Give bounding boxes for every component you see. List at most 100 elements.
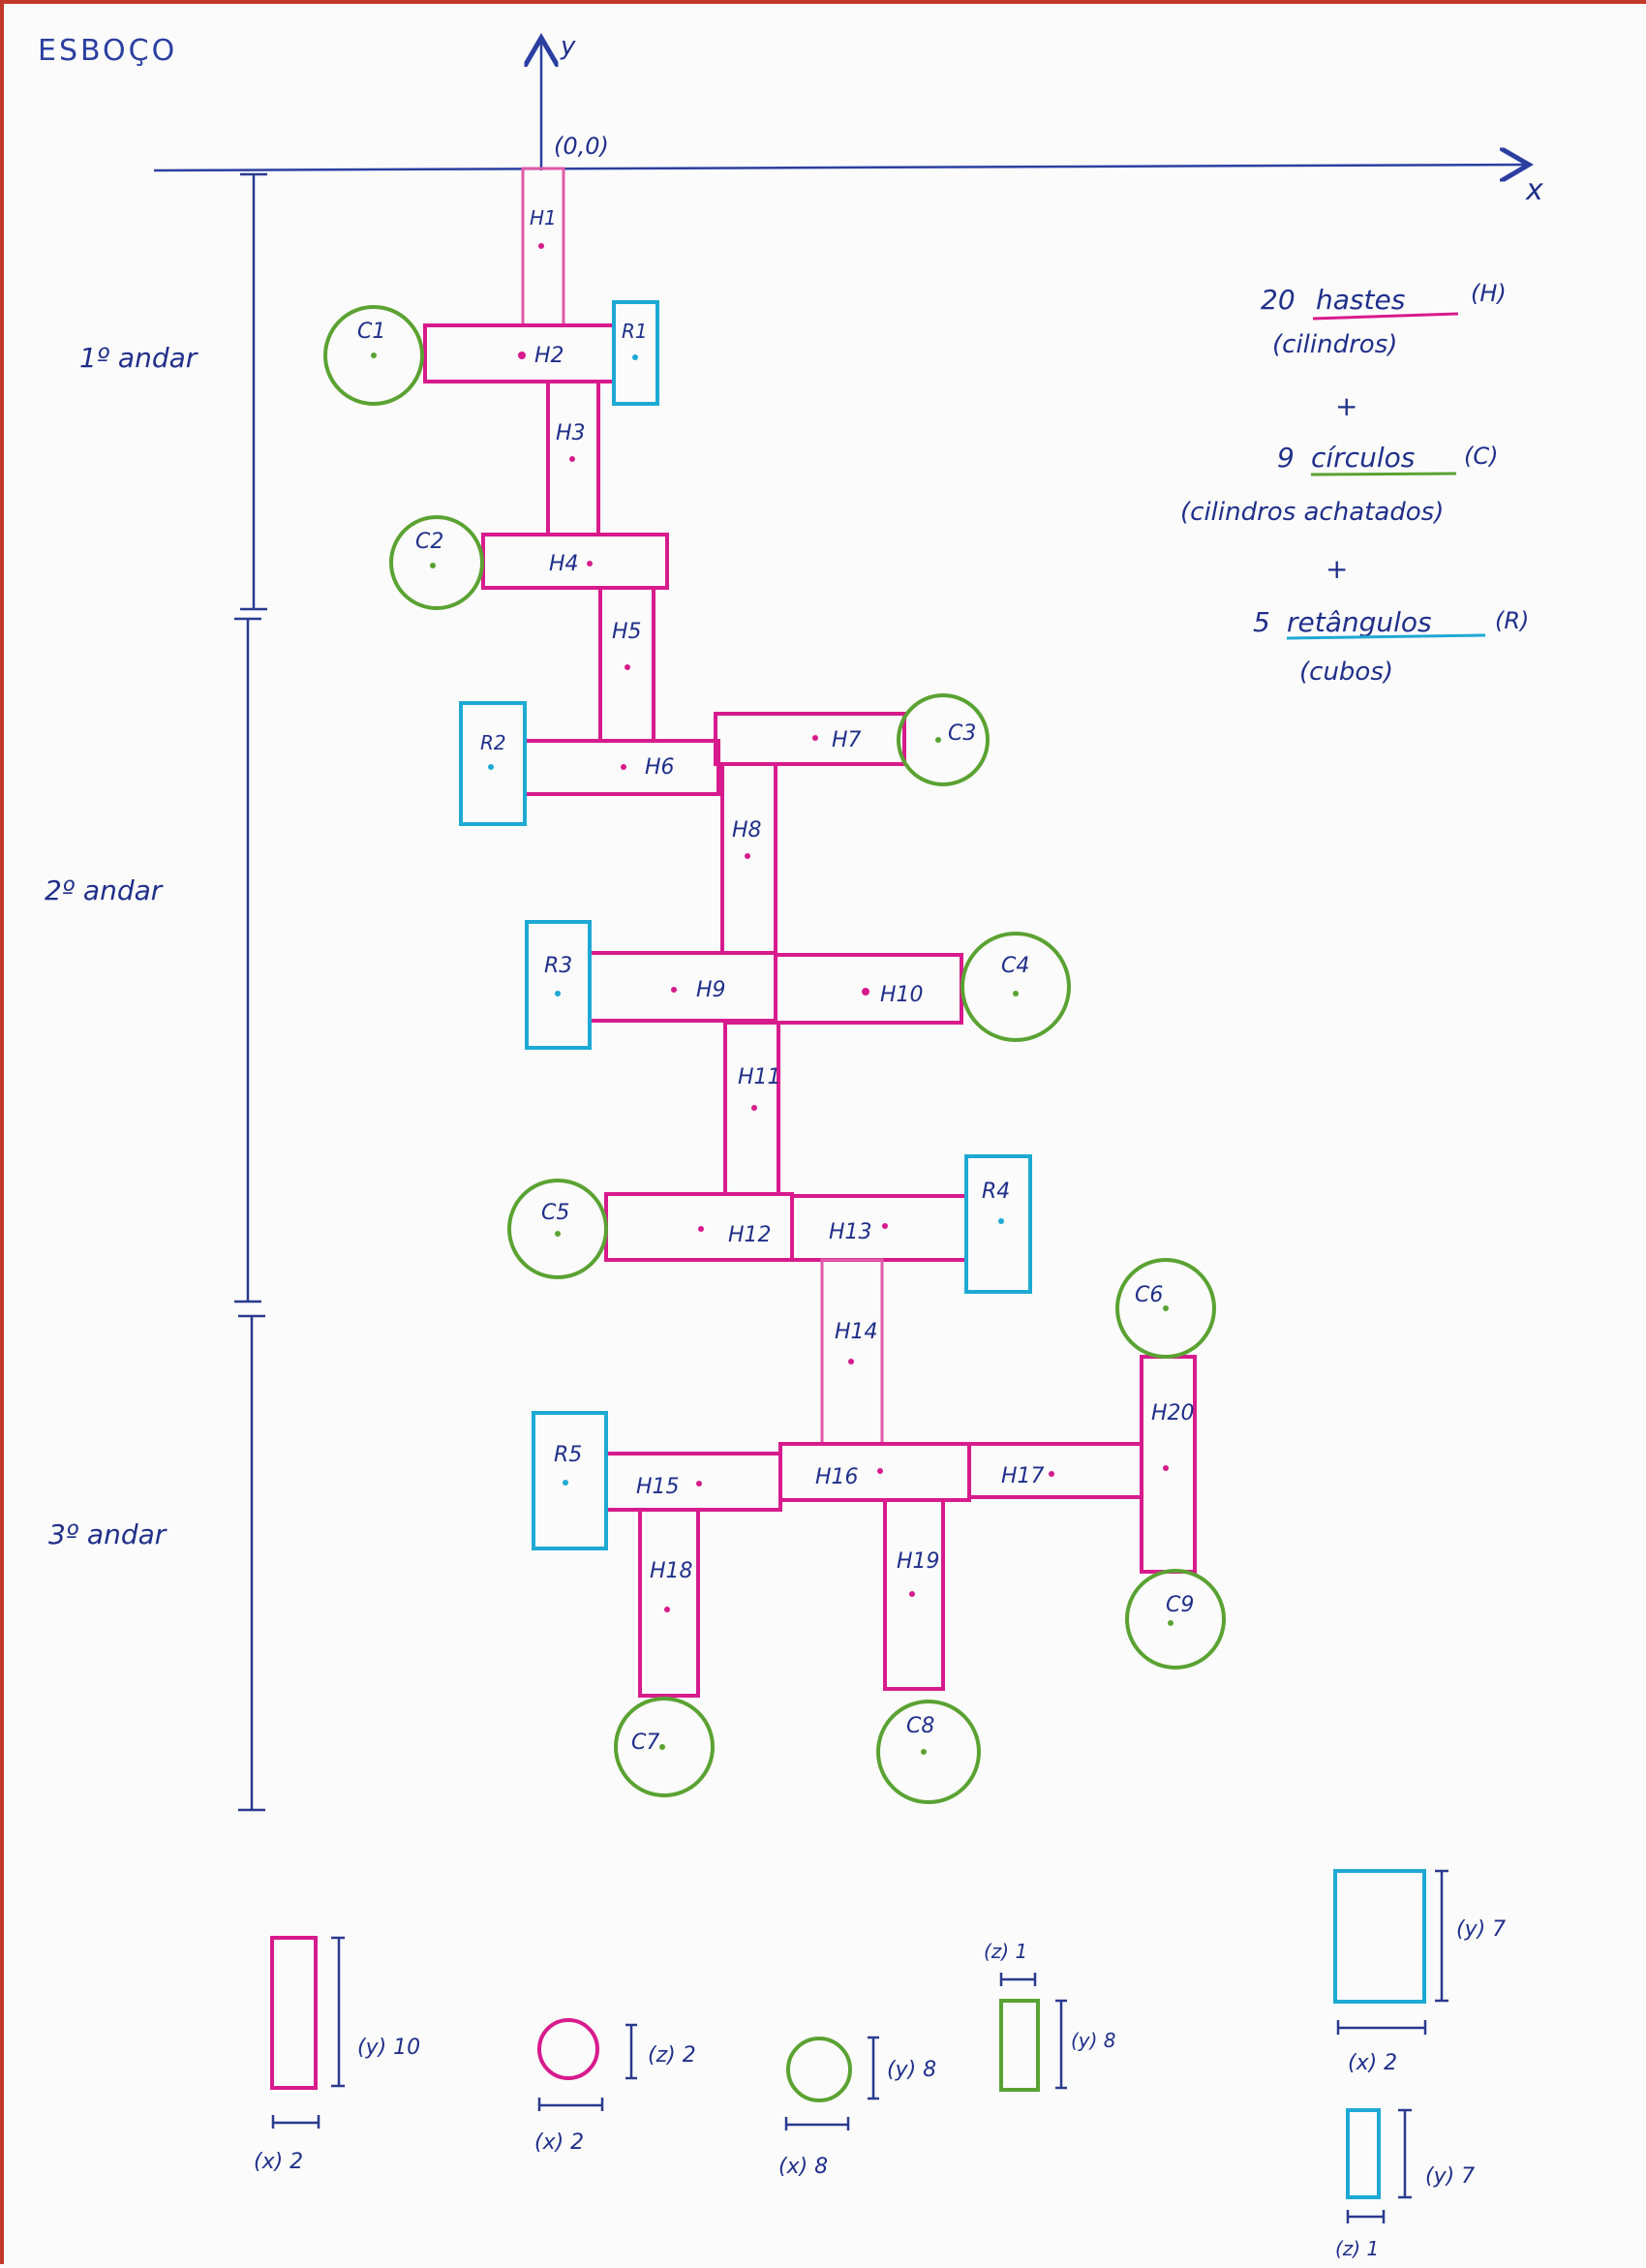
circle-c9: C9: [1125, 1569, 1226, 1670]
svg-text:H6: H6: [645, 755, 675, 780]
origin-label: (0,0): [554, 133, 609, 160]
rod-h1: H1: [521, 167, 565, 327]
legend-square: (y) 7 (x) 2: [1333, 1869, 1506, 2075]
svg-text:R3: R3: [544, 954, 572, 978]
rect-r2: R2: [459, 701, 527, 826]
legend-circle-side: (z) 1 (y) 8: [984, 1940, 1116, 2092]
svg-text:H17: H17: [1001, 1464, 1045, 1488]
rod-h17: H17: [967, 1442, 1143, 1499]
svg-text:C5: C5: [541, 1201, 569, 1225]
floor-label-2: 2º andar: [45, 874, 164, 906]
svg-text:H7: H7: [832, 728, 862, 752]
rod-h16: H16: [778, 1442, 971, 1502]
circles: C1 C2 C3 C4 C5 C6 C7 C8 C9: [323, 305, 1226, 1804]
legend-small-circle-x: (x) 2: [534, 2130, 584, 2155]
rod-h19: H19: [883, 1498, 945, 1691]
rect-r3: R3: [525, 920, 592, 1050]
floor-bracket-1: [240, 172, 267, 611]
summary-hastes-word: hastes: [1316, 284, 1405, 316]
svg-text:C8: C8: [906, 1714, 934, 1738]
rod-h2: H2: [423, 323, 616, 383]
legend-square-x: (x) 2: [1348, 2051, 1397, 2075]
svg-text:H5: H5: [612, 620, 642, 644]
rod-h10: H10: [774, 953, 963, 1025]
rod-h5: H5: [598, 586, 655, 743]
svg-text:H18: H18: [650, 1559, 693, 1583]
rod-h9: H9: [588, 951, 777, 1023]
circle-c2: C2: [389, 515, 484, 610]
rod-h15: H15: [604, 1452, 782, 1512]
rect-r5: R5: [532, 1411, 608, 1550]
svg-text:C1: C1: [357, 320, 385, 344]
summary-retangulos-code: (R): [1495, 607, 1529, 634]
rect-r4: R4: [964, 1154, 1032, 1294]
svg-text:H3: H3: [556, 421, 586, 445]
rod-h6: H6: [523, 739, 720, 796]
legend-small-circle: (z) 2 (x) 2: [534, 2018, 696, 2155]
svg-text:H4: H4: [549, 552, 579, 576]
rod-h18: H18: [638, 1508, 700, 1698]
svg-text:H15: H15: [636, 1475, 680, 1499]
legend-rod-x: (x) 2: [254, 2150, 303, 2174]
svg-text:C4: C4: [1001, 954, 1029, 978]
legend-circle-side-z: (z) 1: [984, 1940, 1027, 1963]
floor-label-1: 1º andar: [79, 342, 198, 374]
circle-c1: C1: [323, 305, 424, 406]
svg-text:H13: H13: [829, 1220, 872, 1244]
legend-big-circle-y: (y) 8: [887, 2058, 936, 2082]
legend-rect-side-y: (y) 7: [1425, 2164, 1475, 2189]
y-axis-label: y: [560, 32, 576, 61]
circle-c7: C7: [614, 1697, 715, 1797]
rod-h4: H4: [481, 533, 669, 590]
svg-text:H20: H20: [1151, 1401, 1195, 1425]
svg-text:H10: H10: [880, 983, 924, 1007]
legend-rect-side: (y) 7 (z) 1: [1335, 2108, 1475, 2260]
svg-text:H11: H11: [738, 1065, 781, 1089]
svg-text:H8: H8: [732, 818, 762, 843]
rod-h8: H8: [720, 762, 777, 955]
legend-big-circle: (y) 8 (x) 8: [778, 2036, 936, 2179]
legend-rod: (y) 10 (x) 2: [254, 1936, 420, 2174]
svg-text:C3: C3: [948, 721, 976, 746]
svg-text:C2: C2: [415, 530, 443, 554]
floor-bracket-3: [238, 1314, 265, 1812]
rod-h7: H7: [714, 712, 906, 766]
summary-retangulos-count: 5: [1253, 606, 1270, 638]
legend-small-circle-z: (z) 2: [648, 2043, 696, 2068]
rod-h20: H20: [1140, 1355, 1197, 1574]
circle-c6: C6: [1115, 1258, 1216, 1359]
x-axis: [153, 165, 1529, 170]
rects: R1 R2 R3 R4 R5: [459, 300, 1032, 1550]
svg-text:H19: H19: [897, 1549, 940, 1574]
svg-text:H16: H16: [815, 1465, 859, 1489]
circle-c4: C4: [960, 932, 1071, 1042]
svg-text:H1: H1: [530, 206, 557, 230]
x-axis-label: x: [1525, 173, 1543, 207]
circle-c5: C5: [507, 1179, 608, 1279]
rod-h3: H3: [546, 380, 600, 536]
rod-h12: H12: [604, 1192, 794, 1262]
summary-circulos-word: círculos: [1311, 442, 1415, 474]
legend-circle-side-y: (y) 8: [1071, 2029, 1116, 2052]
legend-big-circle-x: (x) 8: [778, 2155, 828, 2179]
rect-r1: R1: [612, 300, 659, 406]
svg-text:R2: R2: [480, 731, 506, 754]
summary-block: 20 hastes (H) (cilindros) + 9 círculos (…: [1180, 280, 1529, 687]
svg-text:R1: R1: [622, 320, 648, 343]
floor-bracket-2: [234, 617, 261, 1303]
floor-label-3: 3º andar: [48, 1518, 168, 1550]
summary-circulos-code: (C): [1464, 443, 1498, 470]
summary-retangulos-sub: (cubos): [1299, 658, 1393, 687]
summary-plus-2: +: [1326, 553, 1348, 585]
page-title: ESBOÇO: [38, 34, 177, 68]
svg-text:H2: H2: [534, 344, 564, 368]
svg-text:C7: C7: [631, 1731, 659, 1755]
rod-h14: H14: [820, 1258, 884, 1446]
summary-retangulos-word: retângulos: [1287, 606, 1432, 638]
svg-text:C6: C6: [1135, 1283, 1163, 1307]
circle-c3: C3: [897, 693, 990, 786]
rod-h11: H11: [723, 1021, 781, 1196]
summary-plus-1: +: [1335, 390, 1357, 422]
svg-text:C9: C9: [1166, 1593, 1194, 1617]
